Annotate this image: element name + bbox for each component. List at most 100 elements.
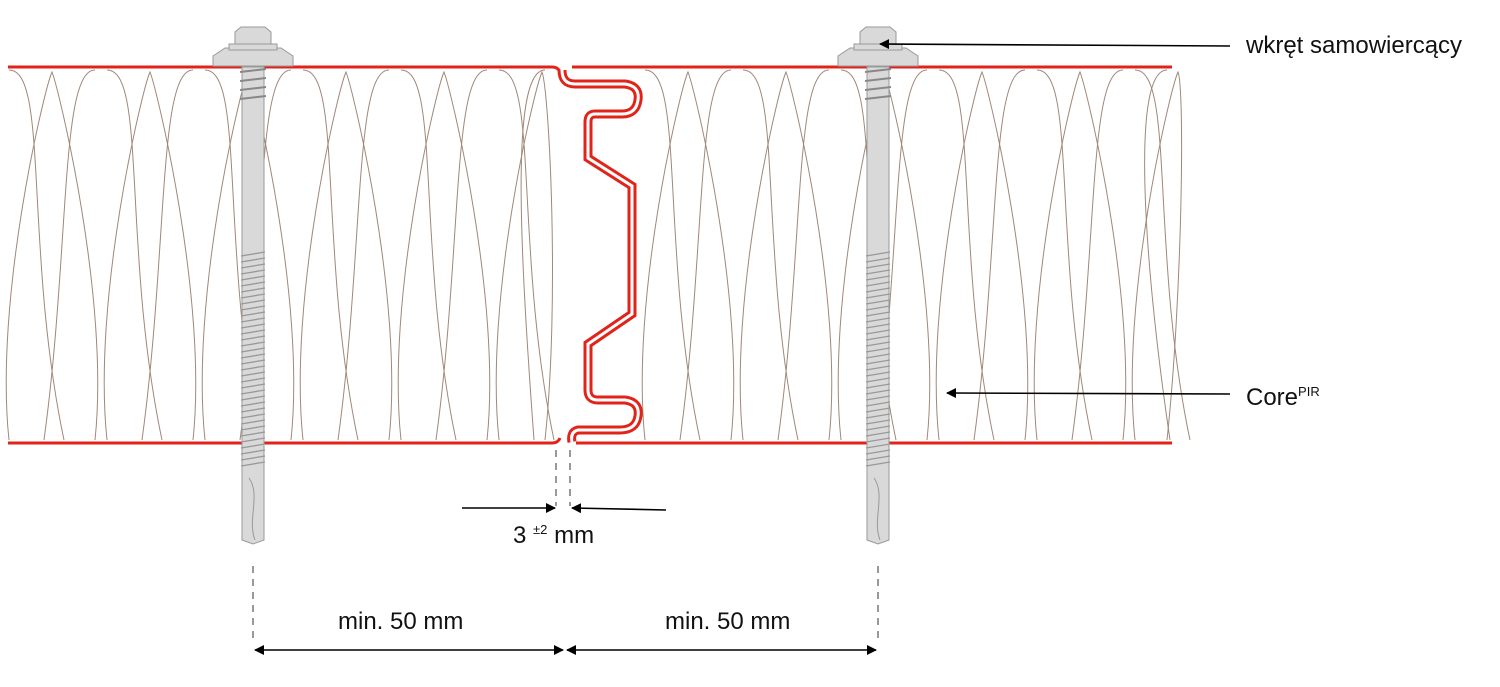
thread	[240, 263, 266, 269]
thread	[865, 437, 891, 443]
thread	[865, 311, 891, 317]
thread	[240, 401, 266, 407]
thread	[240, 341, 266, 347]
thread	[240, 329, 266, 335]
thread	[865, 407, 891, 413]
thread	[240, 413, 266, 419]
core-label: CorePIR	[1246, 384, 1320, 412]
thread	[240, 407, 266, 413]
thread	[865, 347, 891, 353]
thread	[865, 335, 891, 341]
thread	[240, 455, 266, 461]
core-cell-line	[299, 70, 393, 441]
thread	[865, 455, 891, 461]
thread	[865, 449, 891, 455]
thread	[240, 449, 266, 455]
thread	[240, 383, 266, 389]
thread	[864, 68, 892, 73]
thread	[240, 377, 266, 383]
core-cell-line	[973, 69, 1026, 441]
thread	[240, 311, 266, 317]
thread	[240, 299, 266, 305]
thread	[240, 419, 266, 425]
screw-shank	[866, 66, 890, 545]
thread	[865, 359, 891, 365]
gap-unit: mm	[554, 522, 595, 549]
thread	[865, 461, 891, 467]
core-cell-line	[938, 69, 995, 441]
thread	[865, 389, 891, 395]
thread	[865, 269, 891, 275]
thread	[864, 86, 892, 91]
dimension-arrows	[254, 39, 1231, 655]
thread	[865, 329, 891, 335]
thread	[239, 77, 267, 82]
thread	[865, 305, 891, 311]
drill-tip-flute	[248, 477, 256, 541]
thread	[865, 431, 891, 437]
core-cell-line	[1036, 69, 1093, 441]
core-cell-line	[1071, 69, 1124, 441]
gap-label: 3 ±2 mm	[513, 522, 594, 550]
core-cell-line	[337, 69, 390, 441]
thread	[865, 383, 891, 389]
core-text: Core	[1246, 384, 1299, 411]
thread	[865, 365, 891, 371]
thread	[240, 323, 266, 329]
thread	[865, 293, 891, 299]
thread	[239, 95, 267, 100]
core-cell-line	[935, 70, 1029, 441]
screw-collar	[853, 43, 903, 51]
screw-label: wkręt samowiercący	[1246, 32, 1463, 59]
thread	[239, 86, 267, 91]
thread	[240, 431, 266, 437]
screw-hex-head	[859, 26, 897, 45]
thread	[240, 353, 266, 359]
core-cell-line	[43, 69, 96, 441]
thread	[865, 371, 891, 377]
core-cell-line	[397, 70, 491, 441]
thread	[240, 287, 266, 293]
screw-leader	[879, 39, 1231, 50]
thread	[240, 371, 266, 377]
core-cell-line	[1134, 69, 1191, 441]
core-cell-line	[739, 70, 833, 441]
core-cell-line	[1144, 69, 1171, 441]
thread	[240, 317, 266, 323]
thread	[240, 395, 266, 401]
core-cell-line	[106, 69, 163, 441]
thread	[240, 437, 266, 443]
core-cell-line	[641, 70, 735, 441]
thread	[865, 281, 891, 287]
thread	[865, 317, 891, 323]
screw-collar	[228, 43, 278, 51]
thread	[865, 257, 891, 263]
self-drilling-screw	[212, 26, 294, 545]
core-cell-line	[1131, 70, 1183, 441]
gap-value: 3	[513, 522, 527, 549]
thread	[240, 347, 266, 353]
spacing-left-label: min. 50 mm	[338, 608, 464, 635]
thread	[865, 401, 891, 407]
spacing-right-label: min. 50 mm	[665, 608, 791, 635]
thread	[864, 95, 892, 100]
core-cell-line	[103, 70, 197, 441]
core-pir-foam	[5, 69, 1191, 441]
thread	[240, 257, 266, 263]
drill-tip-flute	[873, 477, 881, 541]
thread	[865, 287, 891, 293]
self-drilling-screw	[837, 26, 919, 545]
core-cell-line	[742, 69, 799, 441]
thread	[240, 335, 266, 341]
thread	[865, 353, 891, 359]
gap-tolerance: ±2	[533, 522, 548, 537]
thread	[865, 251, 891, 257]
core-cell-line	[520, 69, 546, 441]
gap-arrow-right	[571, 503, 667, 514]
thread	[865, 263, 891, 269]
thread	[865, 419, 891, 425]
thread	[240, 305, 266, 311]
joint-lock	[557, 69, 643, 443]
thread	[865, 377, 891, 383]
